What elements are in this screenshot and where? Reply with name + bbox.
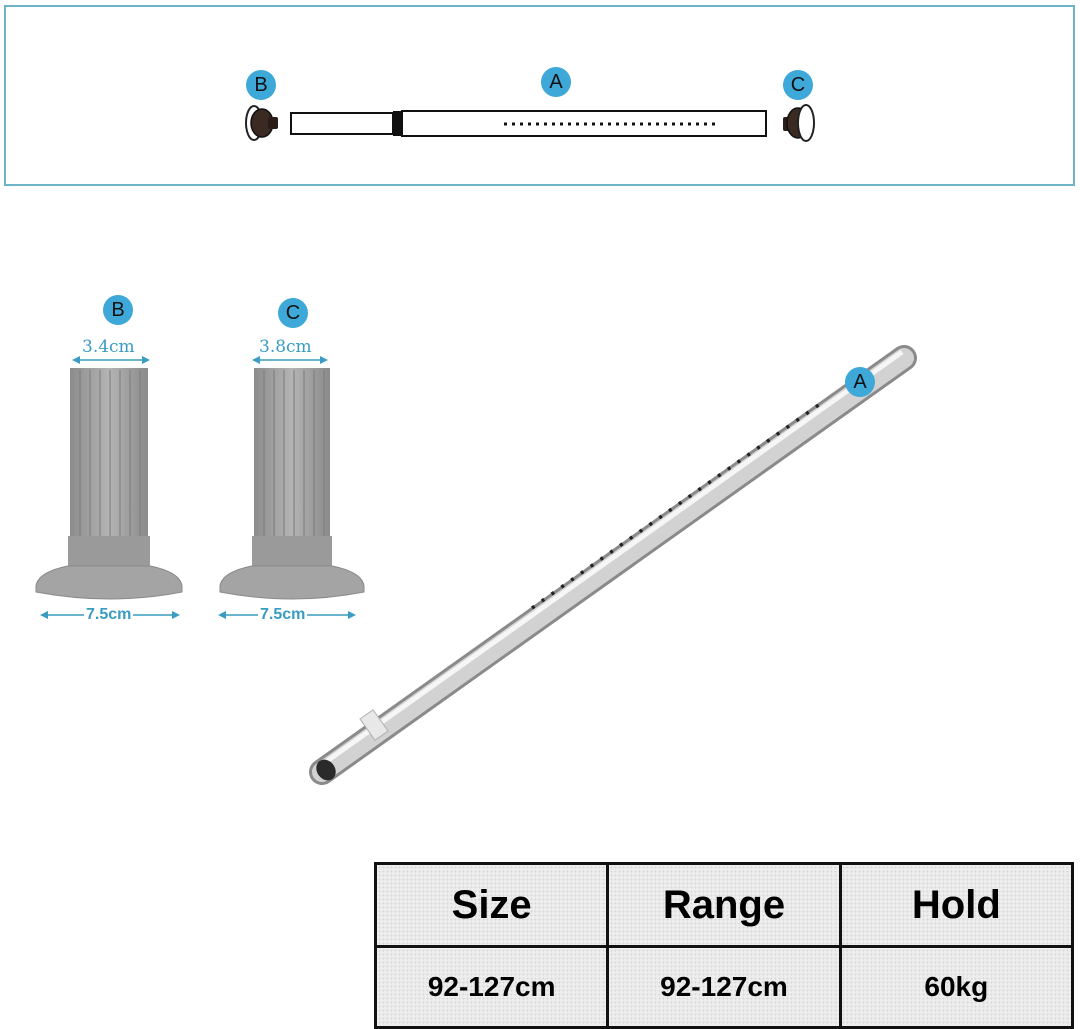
part-c-badge: C	[278, 298, 308, 328]
pole-a-icon	[290, 110, 767, 137]
spec-header-hold: Hold	[838, 862, 1075, 948]
part-b-base-width: 7.5cm	[84, 606, 134, 624]
part-c-foot-icon	[218, 356, 365, 619]
part-b-foot-icon	[35, 356, 183, 619]
overview-badge-c: C	[783, 70, 813, 100]
part-b-badge: B	[103, 295, 133, 325]
spec-header-range: Range	[606, 862, 842, 948]
overview-diagram	[245, 104, 815, 142]
spec-value-range: 92-127cm	[606, 945, 842, 1029]
part-a-pole-icon	[309, 345, 917, 785]
spec-value-hold: 60kg	[838, 945, 1075, 1029]
part-c-base-width: 7.5cm	[258, 606, 308, 624]
spec-table-header-row: Size Range Hold	[373, 862, 1075, 948]
part-c-top-width: 3.8cm	[259, 337, 312, 357]
part-b-top-width: 3.4cm	[82, 337, 135, 357]
part-a-badge: A	[845, 367, 875, 397]
spec-table: Size Range Hold 92-127cm 92-127cm 60kg	[373, 862, 1075, 1029]
spec-value-size: 92-127cm	[373, 945, 610, 1029]
overview-badge-b: B	[246, 70, 276, 100]
overview-badge-a: A	[541, 67, 571, 97]
table-row: 92-127cm 92-127cm 60kg	[373, 945, 1075, 1029]
end-cap-c-icon	[783, 104, 815, 142]
spec-header-size: Size	[373, 862, 610, 948]
overview-panel: B A C	[4, 5, 1075, 186]
end-cap-b-icon	[245, 105, 278, 141]
